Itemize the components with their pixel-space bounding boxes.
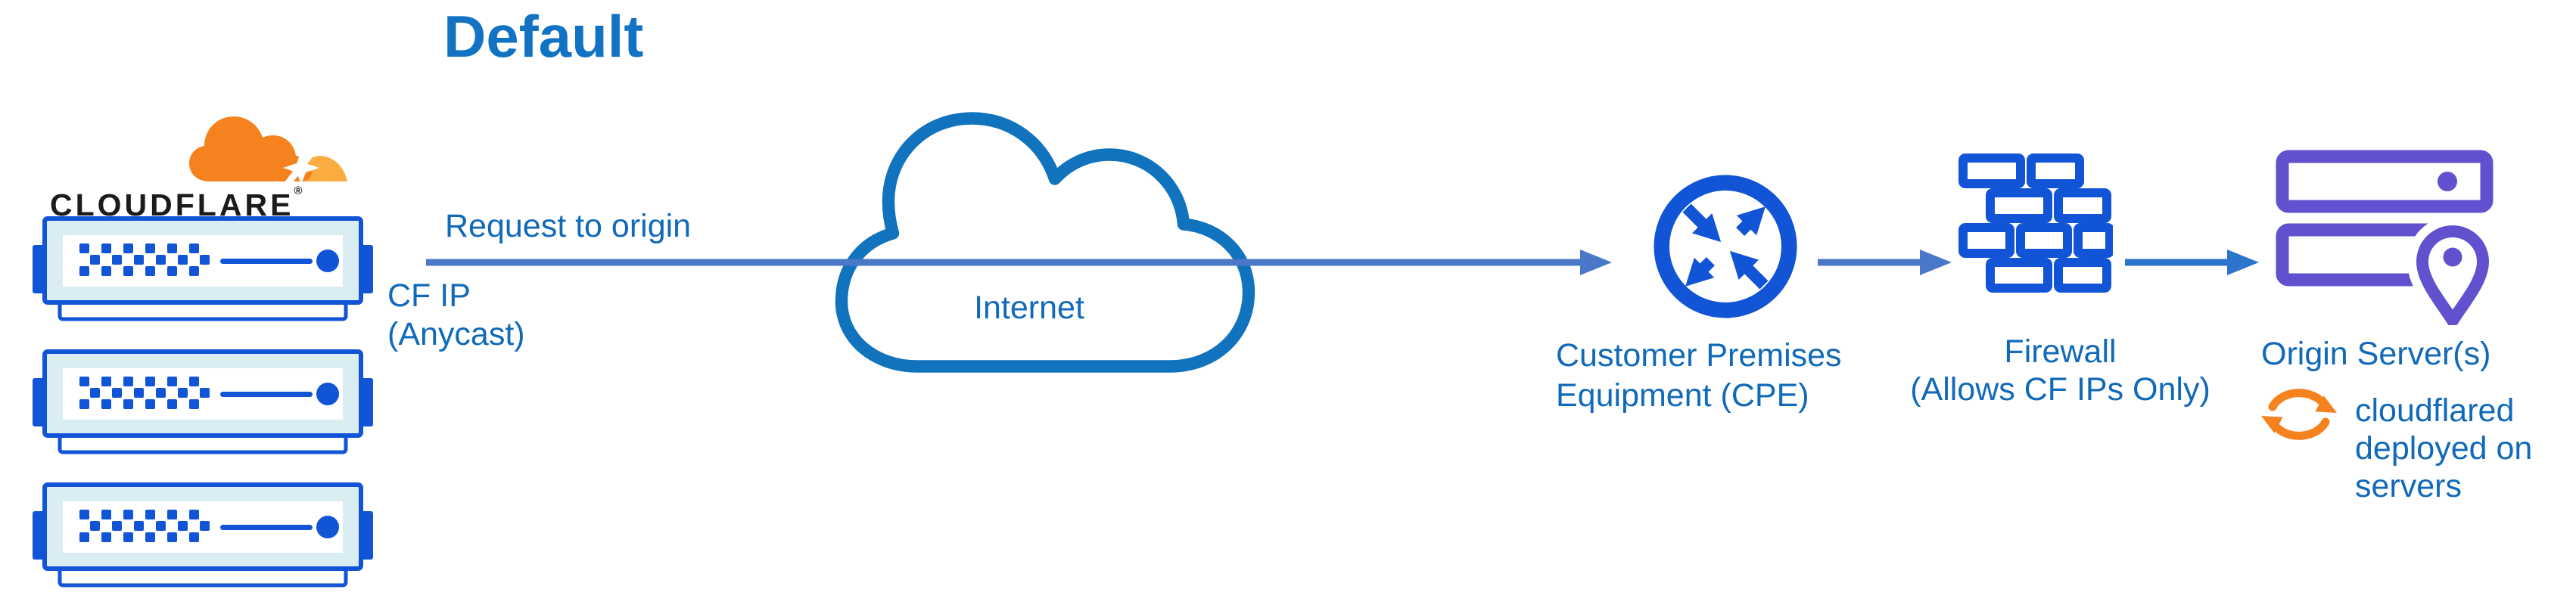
cloudflare-edge-server-icon (33, 482, 373, 588)
origin-server-label: Origin Server(s) (2261, 336, 2491, 372)
request-to-origin-label: Request to origin (445, 208, 692, 244)
cloudflared-note: cloudflared deployed on servers (2355, 392, 2533, 504)
cloudflared-sync-icon (2261, 389, 2337, 440)
cloudflare-logo-cloud-icon (189, 116, 347, 185)
cpe-router-icon (1654, 175, 1797, 318)
internet-label: Internet (974, 290, 1084, 326)
origin-server-icon (2276, 150, 2496, 325)
cloudflare-edge-server-icon (33, 349, 373, 454)
firewall-icon (1958, 154, 2113, 293)
arrow-firewall-to-origin (2125, 250, 2259, 275)
arrow-cpe-to-firewall (1818, 250, 1952, 275)
cpe-label: Customer Premises Equipment (CPE) (1556, 337, 1842, 414)
cf-ip-anycast-label: CF IP (Anycast) (387, 278, 525, 352)
internet-cloud-icon (835, 112, 1255, 373)
cloudflare-edge-server-icon (33, 216, 373, 321)
firewall-label: Firewall (Allows CF IPs Only) (1910, 333, 2210, 408)
registered-mark: ® (294, 185, 303, 197)
location-pin-icon (2407, 216, 2496, 325)
diagram-title: Default (443, 3, 644, 70)
arrow-request-to-origin (426, 250, 1612, 275)
